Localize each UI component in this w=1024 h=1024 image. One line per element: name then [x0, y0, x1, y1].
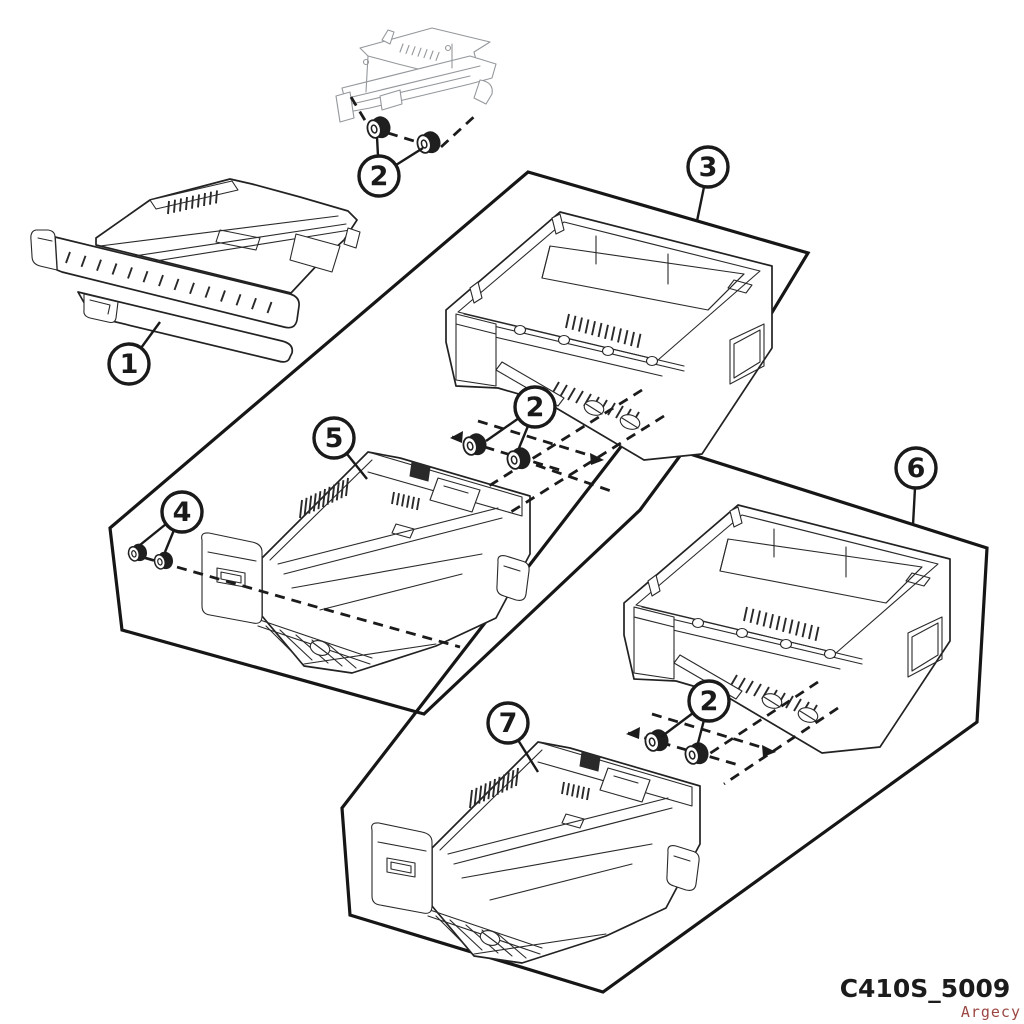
- upper-panel-outline: [108, 170, 811, 716]
- callout-4-number: 4: [173, 497, 192, 528]
- roller-2-top-left: [364, 113, 394, 142]
- callout-3-number: 3: [699, 152, 718, 183]
- callout-6: 6: [894, 446, 938, 526]
- callout-5-number: 5: [325, 423, 344, 454]
- callout-2-middle-number: 2: [526, 392, 545, 423]
- callout-2-top-number: 2: [370, 161, 389, 192]
- drawing-code-label: C410S_5009: [840, 974, 1011, 1003]
- callout-3: 3: [686, 145, 730, 222]
- roller-4-left: [125, 541, 150, 565]
- callout-2-middle: 2: [485, 385, 557, 449]
- callout-7-number: 7: [499, 708, 518, 739]
- option-tray-unit-3-drawing: [445, 211, 773, 461]
- dashed-lines: [127, 96, 839, 786]
- callout-2-top: 2: [357, 136, 424, 198]
- callout-1: 1: [107, 321, 161, 386]
- tray-5-drawing: [200, 451, 531, 674]
- callout-4: 4: [139, 490, 204, 553]
- tray-1-drawing: [30, 178, 361, 363]
- callout-6-number: 6: [907, 453, 926, 484]
- callout-7: 7: [486, 701, 540, 773]
- roller-4-right: [151, 549, 176, 573]
- pick-arm-assembly-drawing: [335, 27, 497, 123]
- tray-7-drawing: [370, 741, 701, 964]
- callout-2-bottom-number: 2: [700, 686, 719, 717]
- callout-5: 5: [312, 416, 368, 480]
- watermark-text: Argecy: [961, 1003, 1021, 1021]
- option-tray-unit-6-drawing: [623, 504, 951, 754]
- callout-2-bottom: 2: [660, 679, 731, 748]
- roller-2-mid-right: [504, 444, 534, 473]
- roller-2-mid-left: [460, 430, 490, 459]
- roller-2-top-right: [414, 128, 444, 157]
- callout-1-number: 1: [120, 349, 139, 380]
